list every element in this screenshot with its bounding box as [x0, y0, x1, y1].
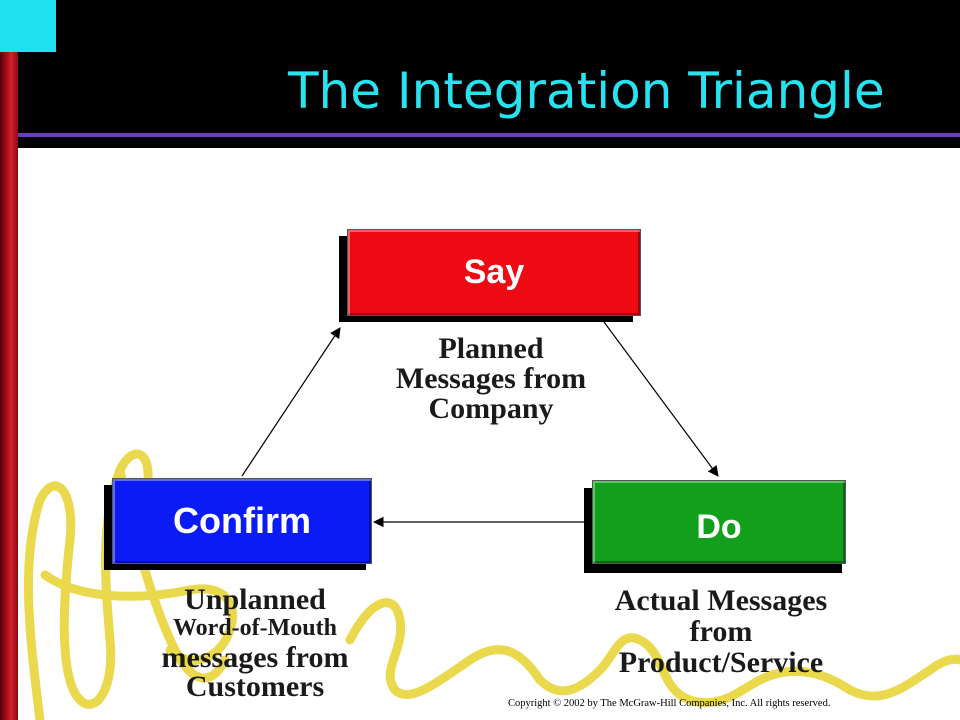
header-band: [0, 0, 960, 148]
say-caption-line: Company: [428, 392, 554, 425]
header-rule: [18, 133, 960, 137]
do-box: Do: [592, 480, 846, 564]
confirm-label: Confirm: [173, 500, 311, 541]
do-caption-line: from: [689, 615, 753, 648]
confirm-caption-line: Word-of-Mouth: [173, 615, 337, 641]
do-caption-line: Actual Messages: [614, 584, 828, 617]
slide-title: The Integration Triangle: [288, 62, 885, 120]
arrow-say-to-do: [603, 321, 719, 477]
do-caption-line: Product/Service: [618, 646, 824, 679]
say-label: Say: [463, 253, 525, 291]
do-caption: Actual Messages from Product/Service: [576, 585, 866, 678]
arrow-confirm-to-say: [241, 327, 341, 477]
confirm-caption-line: Unplanned: [184, 583, 326, 616]
left-accent-bar: [0, 52, 18, 720]
confirm-caption-line: Customers: [185, 670, 325, 703]
copyright-notice: Copyright © 2002 by The McGraw-Hill Comp…: [508, 698, 831, 709]
say-box: Say: [347, 229, 641, 316]
corner-accent-square: [0, 0, 56, 52]
say-caption-line: Planned: [438, 332, 544, 365]
confirm-caption: Unplanned Word-of-Mouth messages from Cu…: [120, 583, 390, 703]
confirm-box: Confirm: [112, 478, 372, 564]
say-caption: Planned Messages from Company: [360, 334, 622, 424]
do-label: Do: [696, 507, 742, 546]
say-caption-line: Messages from: [395, 362, 587, 395]
confirm-caption-line: messages from: [161, 641, 349, 674]
